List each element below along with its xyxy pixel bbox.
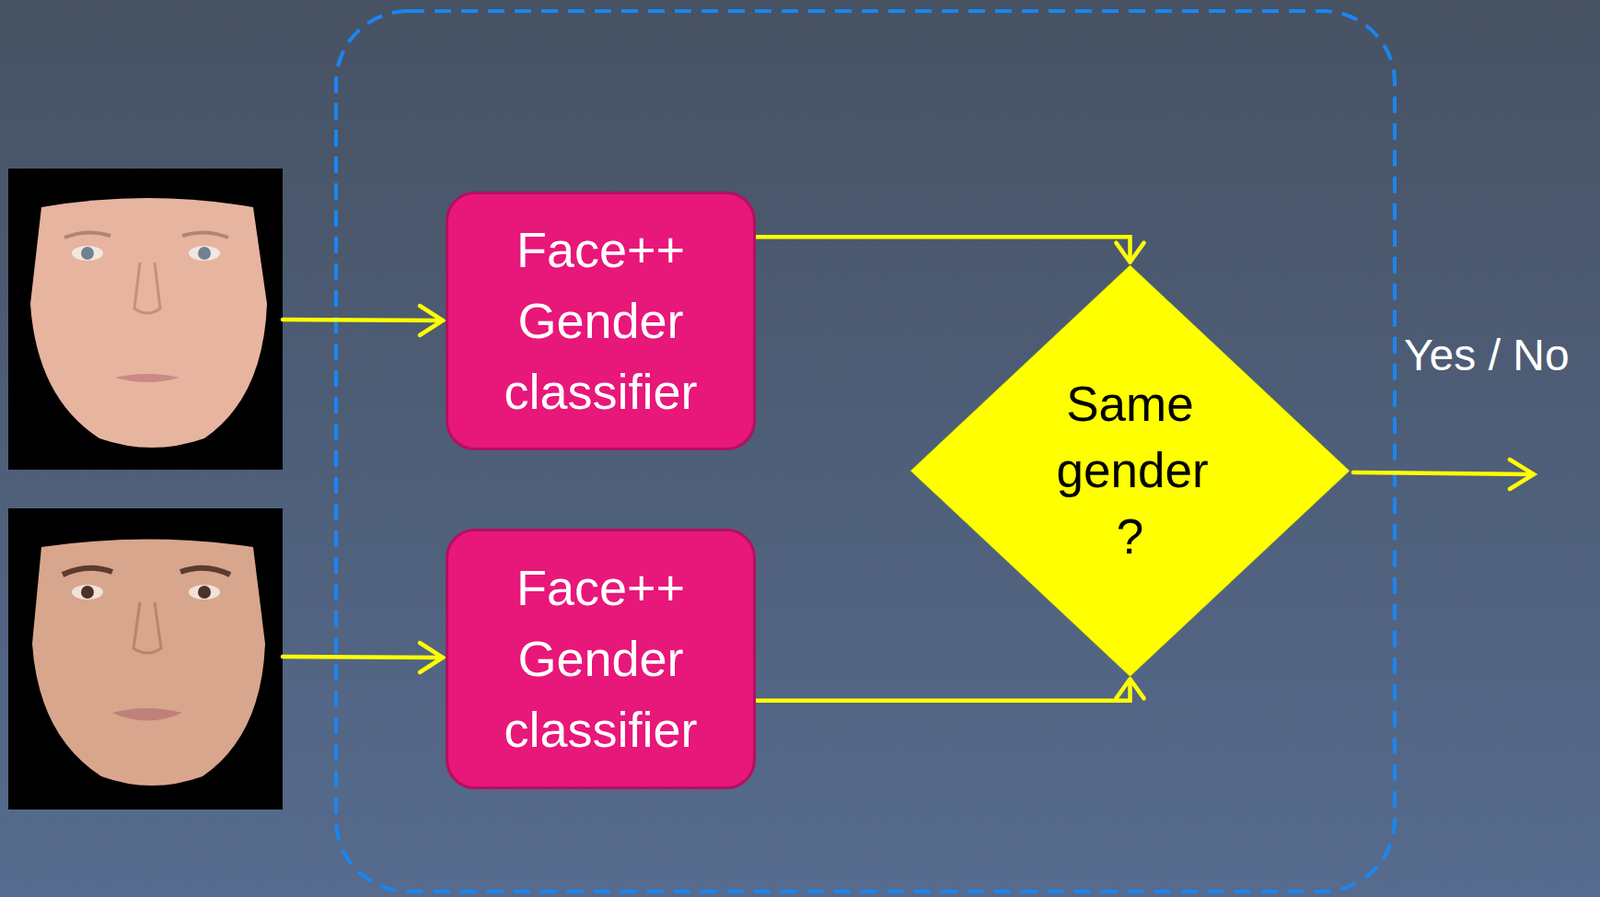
diamond-shape (910, 264, 1350, 676)
decision-text: Same gender ? (1056, 371, 1205, 570)
input-arrow (282, 642, 443, 673)
connector-line (755, 236, 1131, 263)
flow-connector (755, 678, 1145, 701)
input-arrow (282, 305, 443, 336)
text-group: Same gender ? (1056, 371, 1205, 570)
flow-connector (755, 236, 1145, 263)
output-arrow (1353, 459, 1534, 489)
face-photo (8, 508, 283, 810)
process-text: Face++ Gender classifier (467, 552, 735, 765)
process-text: Face++ Gender classifier (467, 214, 735, 427)
group-outline (336, 11, 1395, 892)
arrow-head (1115, 243, 1144, 263)
connector-line (755, 678, 1131, 701)
face-photo (8, 168, 283, 470)
decision-diamond: Same gender ? (907, 262, 1353, 679)
output-label: Yes / No (1403, 329, 1570, 381)
process-box: Face++ Gender classifier (445, 191, 756, 451)
text-group: Face++ Gender classifier (467, 214, 735, 427)
text-group: Face++ Gender classifier (467, 552, 735, 765)
process-box: Face++ Gender classifier (445, 528, 756, 789)
arrow-head (1115, 678, 1144, 698)
